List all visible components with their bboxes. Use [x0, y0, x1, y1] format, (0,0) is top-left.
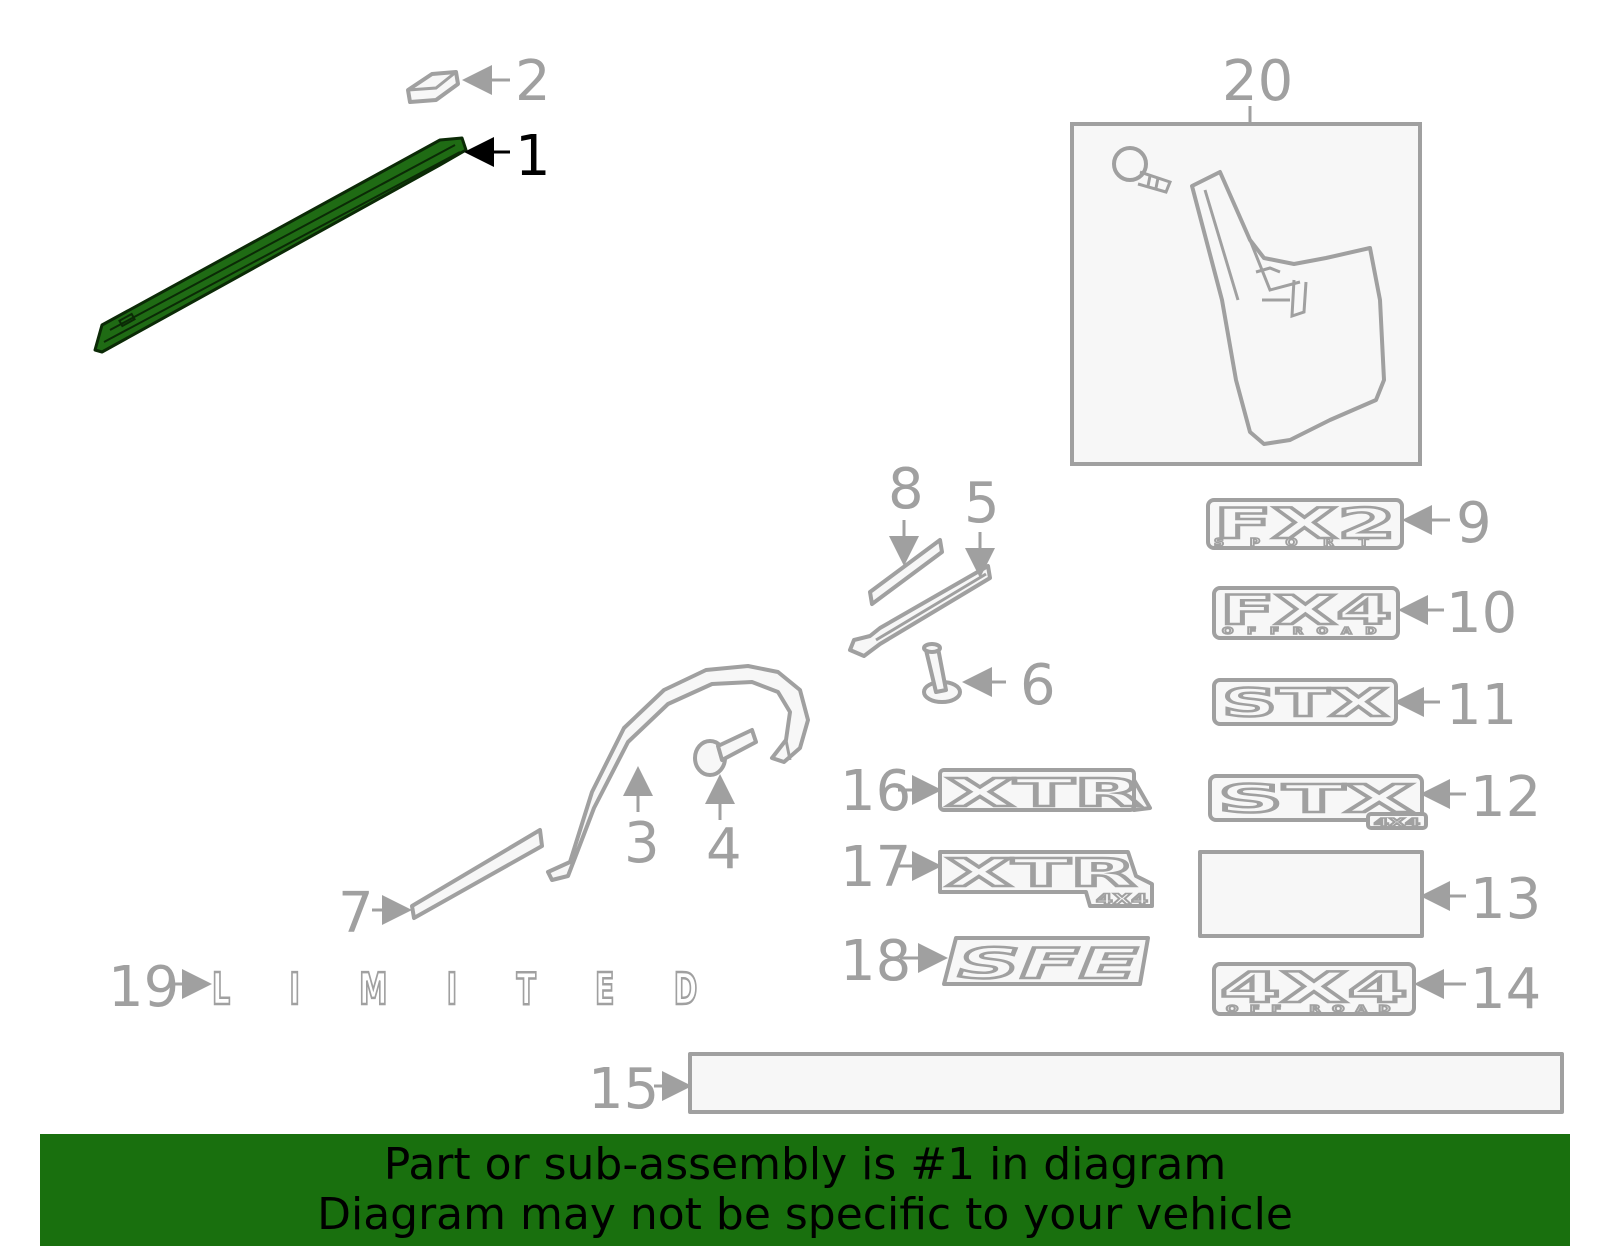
- part-13-plate[interactable]: [1198, 850, 1424, 938]
- fx4-sub-text: OFFROAD: [1222, 626, 1390, 637]
- part-6-push-pin[interactable]: [922, 642, 962, 704]
- part-7-molding-strip[interactable]: [410, 828, 544, 920]
- part-1-molding[interactable]: [93, 136, 468, 354]
- part-10-fx4-emblem[interactable]: FX4 OFFROAD: [1212, 586, 1400, 640]
- part-16-xtr-emblem[interactable]: XTR: [938, 768, 1152, 816]
- callout-19: 19: [108, 955, 179, 1020]
- part-17-xtr-4x4-emblem[interactable]: XTR 4X4: [938, 850, 1154, 909]
- info-banner: Part or sub-assembly is #1 in diagram Di…: [40, 1134, 1570, 1246]
- callout-12: 12: [1470, 765, 1541, 830]
- part-20-mudflap-kit[interactable]: [1070, 106, 1422, 466]
- part-11-stx-emblem[interactable]: STX: [1212, 678, 1398, 726]
- callout-11: 11: [1446, 673, 1517, 738]
- limited-letters: L I M I T E D: [212, 964, 722, 1015]
- part-19-limited-emblem[interactable]: L I M I T E D: [211, 963, 722, 1017]
- info-banner-line-2: Diagram may not be specific to your vehi…: [317, 1189, 1293, 1240]
- stx11-text: STX: [1222, 681, 1388, 725]
- fx4-text: FX4: [1220, 588, 1392, 634]
- part-2-clip[interactable]: [406, 70, 460, 104]
- callout-16: 16: [840, 759, 911, 824]
- offroad14-text: 4X4: [1220, 963, 1408, 1012]
- callout-4: 4: [706, 817, 742, 882]
- part-5-sill-plate[interactable]: [848, 564, 992, 658]
- part-9-fx2-emblem[interactable]: FX2 SPORT: [1206, 498, 1404, 550]
- callout-1: 1: [515, 124, 551, 189]
- callout-17: 17: [840, 835, 911, 900]
- stx12-text: STX: [1218, 777, 1414, 821]
- callout-13: 13: [1470, 867, 1541, 932]
- offroad14-sub-text: OFF ROAD: [1226, 1004, 1402, 1015]
- callout-3: 3: [624, 811, 660, 876]
- part-12-stx-4x4-emblem[interactable]: STX 4X4: [1208, 774, 1428, 830]
- part-4-retainer[interactable]: [693, 728, 758, 777]
- info-banner-line-1: Part or sub-assembly is #1 in diagram: [383, 1139, 1227, 1190]
- stx12-sub-text: 4X4: [1374, 816, 1421, 829]
- callout-10: 10: [1446, 581, 1517, 646]
- callout-8: 8: [888, 457, 924, 522]
- fx2-sub-text: SPORT: [1214, 536, 1394, 549]
- callout-2: 2: [515, 49, 551, 114]
- callout-9: 9: [1456, 491, 1492, 556]
- callout-20: 20: [1222, 49, 1293, 114]
- callout-5: 5: [964, 471, 1000, 536]
- callout-6: 6: [1020, 653, 1056, 718]
- xtr16-text: XTR: [946, 771, 1142, 815]
- callout-15: 15: [588, 1057, 659, 1122]
- callout-18: 18: [840, 929, 911, 994]
- fx2-text: FX2: [1214, 499, 1396, 548]
- callout-7: 7: [338, 881, 374, 946]
- callout-14: 14: [1470, 957, 1541, 1022]
- part-15-strip[interactable]: [688, 1052, 1564, 1114]
- xtr17-sub-text: 4X4: [1096, 892, 1148, 908]
- xtr17-text: XTR: [946, 851, 1136, 895]
- part-14-4x4-emblem[interactable]: 4X4 OFF ROAD: [1212, 962, 1416, 1016]
- part-18-sfe-emblem[interactable]: SFE: [942, 936, 1150, 989]
- part-3-wheel-molding[interactable]: [546, 664, 810, 882]
- sfe18-text: SFE: [958, 939, 1139, 988]
- part-8-strip[interactable]: [868, 538, 944, 606]
